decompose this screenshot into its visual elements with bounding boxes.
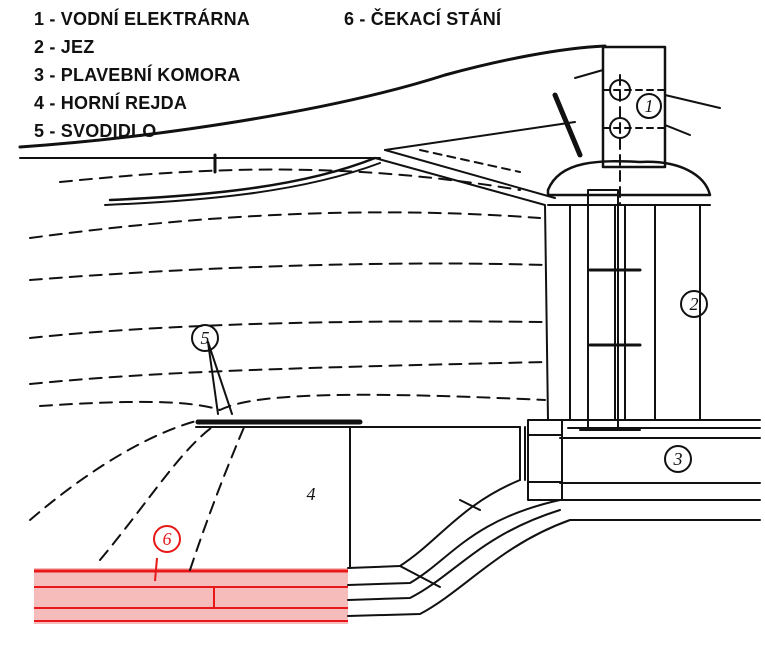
- legend-item-power-plant: 1 - VODNÍ ELEKTRÁRNA: [34, 9, 251, 29]
- marker-circle-2: [680, 290, 708, 318]
- legend-item-weir: 2 - JEZ: [34, 37, 95, 57]
- marker-3: 3: [673, 449, 683, 469]
- legend-item-lock-chamber: 3 - PLAVEBNÍ KOMORA: [34, 65, 241, 85]
- marker-circle-3: [664, 445, 692, 473]
- marker-1: 1: [645, 96, 654, 116]
- legend-item-waiting-berth: 6 - ČEKACÍ STÁNÍ: [344, 9, 502, 29]
- marker-5: 5: [201, 328, 210, 348]
- marker-2: 2: [690, 294, 699, 314]
- waiting-berth-highlight: [34, 525, 348, 624]
- marker-circle-5: [191, 324, 219, 352]
- marker-4: 4: [307, 484, 316, 504]
- marker-6: 6: [163, 529, 172, 549]
- marker-circle-1: [636, 93, 662, 119]
- legend-item-upper-basin: 4 - HORNÍ REJDA: [34, 93, 188, 113]
